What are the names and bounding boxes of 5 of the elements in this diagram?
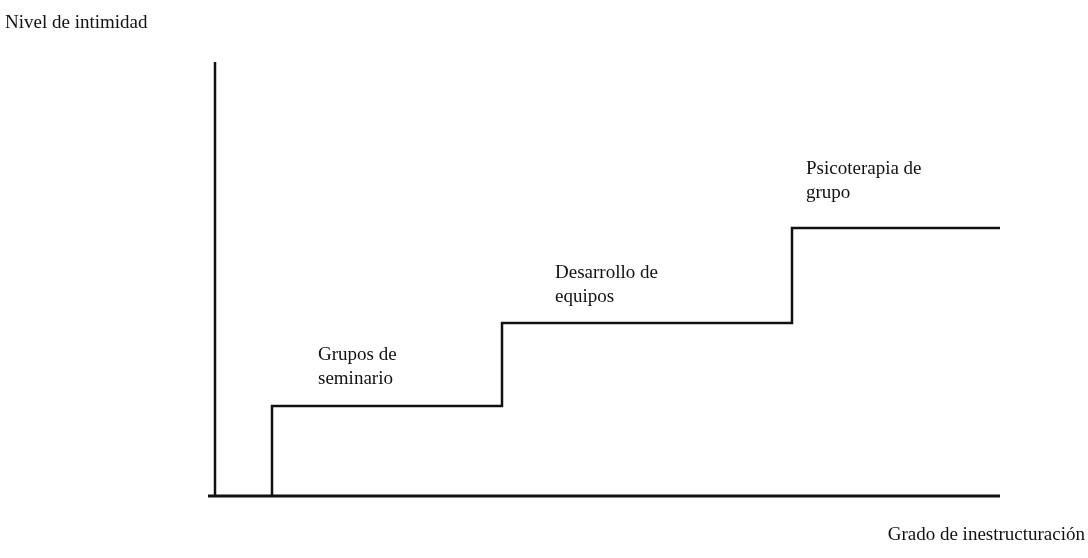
step-label: Desarrollo de equipos (555, 260, 659, 308)
step-label: Psicoterapia de grupo (806, 156, 923, 204)
step-label: Grupos de seminario (318, 342, 398, 390)
axis-title: Grado de inestructuración (887, 522, 1085, 546)
axis-title: Nivel de intimidad (5, 10, 148, 34)
